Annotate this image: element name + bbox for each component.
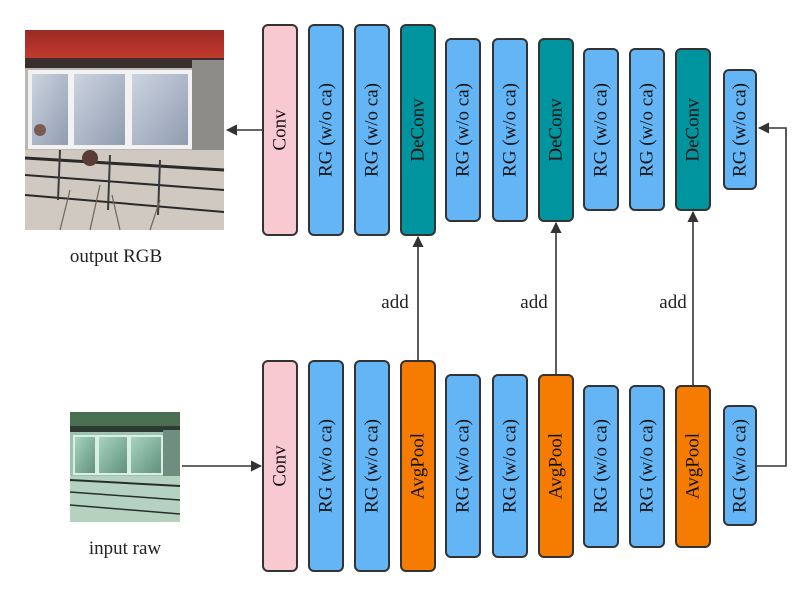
add-label: add	[381, 292, 409, 313]
decoder-rg-block: RG (w/o ca)	[445, 38, 481, 222]
add-label: add	[659, 292, 687, 313]
encoder-avgpool-block: AvgPool	[538, 374, 574, 558]
block-label: RG (w/o ca)	[453, 419, 474, 513]
output-caption: output RGB	[70, 246, 162, 267]
decoder-row: Conv RG (w/o ca) RG (w/o ca) DeConv RG (…	[262, 24, 757, 236]
encoder-rg-block: RG (w/o ca)	[629, 385, 665, 548]
block-label: RG (w/o ca)	[637, 419, 658, 513]
block-label: DeConv	[408, 98, 429, 162]
encoder-avgpool-block: AvgPool	[400, 360, 436, 572]
decoder-rg-block: RG (w/o ca)	[308, 24, 344, 236]
block-label: RG (w/o ca)	[362, 419, 383, 513]
decoder-rg-block: RG (w/o ca)	[583, 48, 619, 211]
decoder-rg-block: RG (w/o ca)	[354, 24, 390, 236]
block-label: Conv	[270, 109, 291, 151]
encoder-rg-block: RG (w/o ca)	[723, 405, 757, 526]
output-rgb-image	[24, 30, 225, 231]
encoder-rg-block: RG (w/o ca)	[583, 385, 619, 548]
block-label: RG (w/o ca)	[316, 419, 337, 513]
block-label: DeConv	[546, 98, 567, 162]
encoder-rg-block: RG (w/o ca)	[445, 374, 481, 558]
encoder-avgpool-block: AvgPool	[675, 385, 711, 548]
block-label: RG (w/o ca)	[591, 419, 612, 513]
block-label: RG (w/o ca)	[591, 83, 612, 177]
block-label: DeConv	[683, 98, 704, 162]
decoder-rg-block: RG (w/o ca)	[492, 38, 528, 222]
encoder-conv-block: Conv	[262, 360, 298, 572]
block-label: AvgPool	[546, 433, 567, 499]
decoder-deconv-block: DeConv	[400, 24, 436, 236]
block-label: RG (w/o ca)	[362, 83, 383, 177]
decoder-rg-block: RG (w/o ca)	[723, 69, 757, 190]
encoder-rg-block: RG (w/o ca)	[354, 360, 390, 572]
decoder-rg-block: RG (w/o ca)	[629, 48, 665, 211]
block-label: AvgPool	[408, 433, 429, 499]
block-label: RG (w/o ca)	[316, 83, 337, 177]
decoder-conv-block: Conv	[262, 24, 298, 236]
block-label: RG (w/o ca)	[637, 83, 658, 177]
encoder-rg-block: RG (w/o ca)	[492, 374, 528, 558]
encoder-rg-block: RG (w/o ca)	[308, 360, 344, 572]
decoder-deconv-block: DeConv	[675, 48, 711, 211]
connections	[182, 122, 787, 472]
block-label: RG (w/o ca)	[500, 419, 521, 513]
block-label: RG (w/o ca)	[730, 419, 751, 513]
input-caption: input raw	[89, 538, 162, 559]
decoder-deconv-block: DeConv	[538, 38, 574, 222]
block-label: RG (w/o ca)	[453, 83, 474, 177]
input-raw-image	[69, 412, 181, 522]
encoder-row: Conv RG (w/o ca) RG (w/o ca) AvgPool RG …	[262, 360, 757, 572]
block-label: RG (w/o ca)	[500, 83, 521, 177]
block-label: Conv	[270, 445, 291, 487]
block-label: AvgPool	[683, 433, 704, 499]
block-label: RG (w/o ca)	[730, 83, 751, 177]
add-label: add	[520, 292, 548, 313]
bottleneck-connector-arrow	[757, 122, 787, 467]
